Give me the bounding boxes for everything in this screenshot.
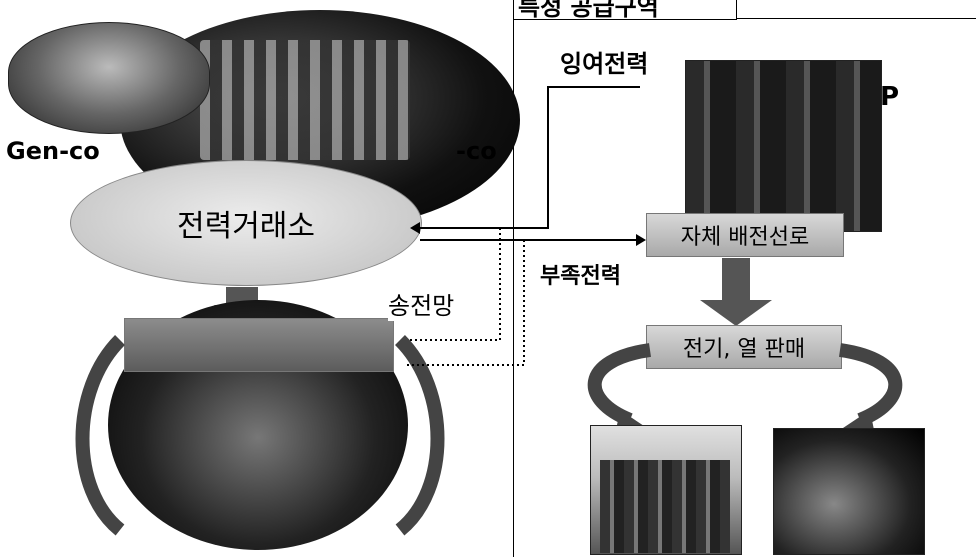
genco-right-label: -co — [456, 137, 497, 165]
surplus-power-label: 잉여전력 — [560, 50, 649, 78]
down-arrow-right-head — [700, 300, 772, 326]
p-label: P — [880, 82, 900, 112]
plant-photo — [685, 60, 882, 232]
city-buildings — [600, 460, 730, 553]
sales-box: 전기, 열 판매 — [646, 325, 842, 369]
generator-photo — [200, 40, 410, 160]
power-exchange-label: 전력거래소 — [177, 209, 315, 244]
genco-photo — [8, 22, 210, 134]
shortage-power-label: 부족전력 — [540, 264, 621, 289]
region-title: 특정 공급구역 — [513, 0, 737, 20]
down-arrow-right — [722, 258, 750, 302]
power-exchange-node: 전력거래소 — [70, 160, 422, 286]
special-supply-region — [513, 18, 976, 557]
left-circular-arrows — [75, 335, 445, 536]
transmission-label: 송전망 — [388, 286, 455, 321]
plant-night-photo — [773, 428, 925, 555]
utility-box — [124, 318, 394, 372]
genco-left-label: Gen-co — [6, 137, 100, 165]
self-distribution-line: 자체 배전선로 — [646, 213, 844, 257]
